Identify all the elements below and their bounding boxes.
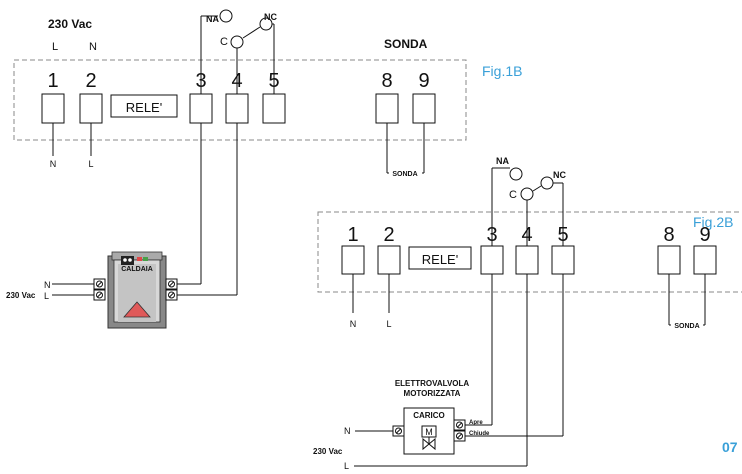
valve-supply-label: 230 Vac <box>313 447 343 456</box>
terminal-block <box>551 245 575 275</box>
relay-label: RELE' <box>126 100 162 115</box>
neutral-label: N <box>50 159 57 169</box>
contact-c-label: C <box>509 189 517 201</box>
terminal-number: 2 <box>85 70 96 92</box>
neutral-label: N <box>350 319 357 329</box>
contact-na-node <box>219 9 233 23</box>
terminal-number: 8 <box>381 70 392 92</box>
terminal-number: 9 <box>699 224 710 246</box>
terminal-block <box>375 93 399 124</box>
relay-box <box>110 94 178 118</box>
valve-neutral-label: N <box>344 426 351 436</box>
valve-icon <box>422 437 430 451</box>
contact-c-label: C <box>220 36 228 48</box>
boiler-label: CALDAIA <box>121 266 153 273</box>
probe-title: SONDA <box>384 37 428 51</box>
valve-open-label: Apre <box>469 420 483 426</box>
contact-na-label: NA <box>496 156 509 166</box>
terminal-number: 9 <box>418 70 429 92</box>
boiler-supply-label: 230 Vac <box>6 291 36 300</box>
terminal-block <box>189 93 213 124</box>
contact-nc-label: NC <box>264 12 277 22</box>
terminal-block <box>515 245 539 275</box>
valve-box-label: CARICO <box>413 411 445 420</box>
neutral-label-top: N <box>89 41 97 53</box>
relay-label: RELE' <box>422 252 458 267</box>
supply-label-top: 230 Vac <box>48 17 92 31</box>
terminal-block <box>377 245 401 275</box>
valve-title-line2: MOTORIZZATA <box>404 389 461 398</box>
terminal-block <box>79 93 103 124</box>
contact-na-node <box>509 167 523 181</box>
contact-nc-label: NC <box>553 170 566 180</box>
terminal-number: 1 <box>47 70 58 92</box>
terminal-number: 8 <box>663 224 674 246</box>
terminal-block <box>693 245 717 275</box>
terminal-block <box>341 245 365 275</box>
motor-symbol: M <box>425 427 433 437</box>
boiler-neutral-label: N <box>44 280 51 290</box>
terminal-block <box>480 245 504 275</box>
boiler-phase-label: L <box>44 291 49 301</box>
terminal-block <box>657 245 681 275</box>
relay-box <box>408 246 472 270</box>
controller-outline-fig1 <box>13 59 467 141</box>
fig2-label: Fig.2B <box>693 214 733 230</box>
flame-icon <box>123 301 151 318</box>
contact-c-node <box>230 35 244 49</box>
boiler-display <box>121 256 134 265</box>
contact-na-label: NA <box>206 14 219 24</box>
fig1-label: Fig.1B <box>482 63 522 79</box>
terminal-block <box>41 93 65 124</box>
controller-outline-fig2 <box>317 211 742 293</box>
valve-title-line1: ELETTROVALVOLA <box>395 379 470 388</box>
probe-label: SONDA <box>392 171 417 178</box>
page-number: 07 <box>722 439 738 455</box>
terminal-block <box>225 93 249 124</box>
terminal-number: 1 <box>347 224 358 246</box>
valve-close-label: Chiude <box>469 431 490 437</box>
valve-phase-label: L <box>344 461 349 471</box>
terminal-block <box>262 93 286 124</box>
contact-c-node <box>520 187 534 201</box>
probe-label: SONDA <box>674 323 699 330</box>
phase-label: L <box>386 319 391 329</box>
contact-nc-node <box>540 176 554 190</box>
terminal-number: 2 <box>383 224 394 246</box>
terminal-block <box>412 93 436 124</box>
phase-label: L <box>88 159 93 169</box>
phase-label-top: L <box>52 41 58 53</box>
